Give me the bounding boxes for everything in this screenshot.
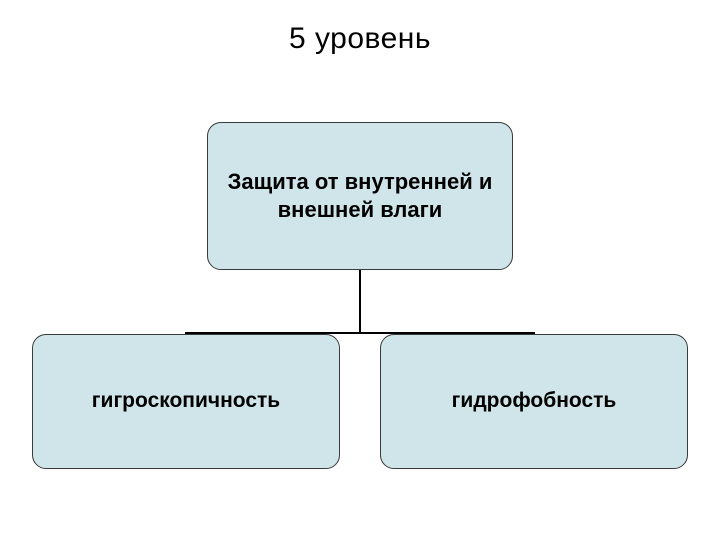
connector-horizontal-bar (185, 332, 535, 334)
diagram-node-root: Защита от внутренней и внешней влаги (207, 122, 513, 270)
diagram-node-child-1: гигроскопичность (32, 334, 340, 469)
page-title: 5 уровень (288, 22, 432, 55)
connector-stem (359, 270, 361, 334)
diagram-node-child-2: гидрофобность (380, 334, 688, 469)
